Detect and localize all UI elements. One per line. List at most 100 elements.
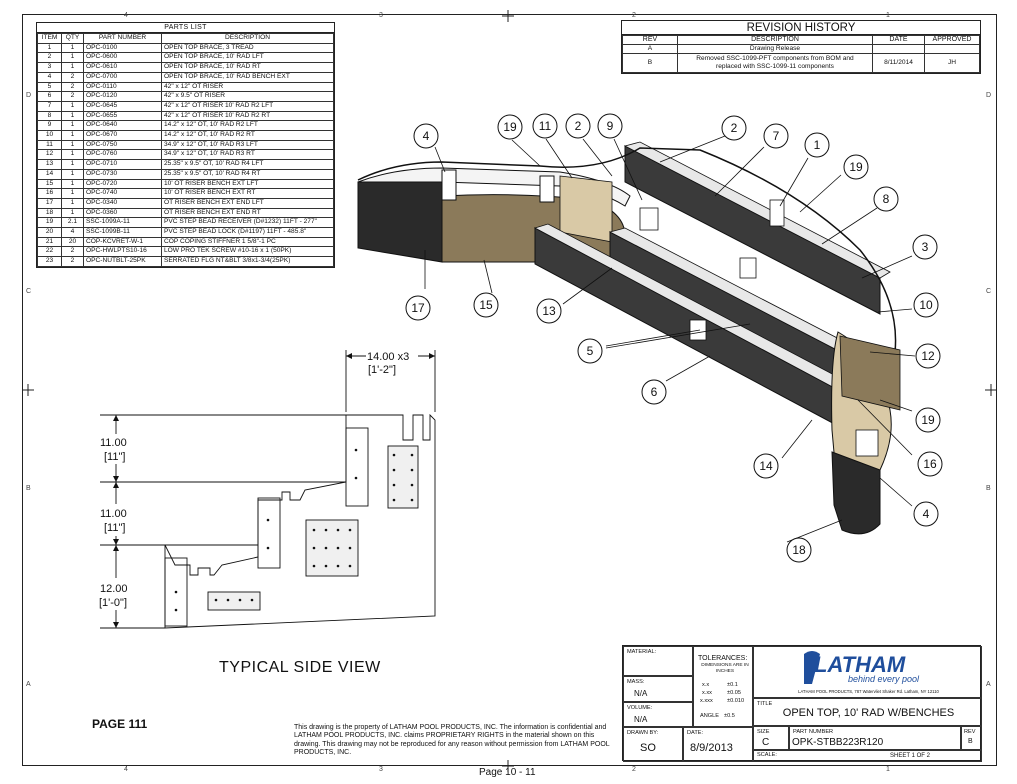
assembly-isometric (357, 141, 901, 535)
balloon-7: 7 (773, 129, 780, 143)
balloon-13: 13 (542, 304, 556, 318)
material-label: MATERIAL: (627, 649, 657, 655)
tol-x-label: x.x (702, 682, 710, 688)
zone-top-2: 2 (632, 12, 636, 19)
part-number-cell: PART NUMBER OPK-STBB223R120 (789, 726, 961, 750)
scale-sheet-cell: SCALE: SHEET 1 OF 2 (753, 750, 982, 762)
bolt-holes (174, 448, 414, 612)
tol-angle-value: ±0.5 (724, 713, 735, 719)
balloon-1: 1 (814, 138, 821, 152)
drawing-title: OPEN TOP, 10' RAD W/BENCHES (782, 707, 955, 719)
tolerances-label: TOLERANCES: (698, 655, 748, 662)
balloon-19: 19 (921, 413, 935, 427)
dim-rise2-ft-label: [11"] (104, 522, 125, 534)
tolerances-cell: TOLERANCES: DIMENSIONS ARE IN INCHES x.x… (693, 646, 753, 727)
zone-top-1: 1 (886, 12, 890, 19)
brace-plate-mid (257, 497, 281, 569)
zone-left-A: A (26, 681, 31, 688)
balloon-14: 14 (759, 459, 773, 473)
dim-arrows (113, 353, 435, 628)
bracket-plate-1 (387, 445, 419, 509)
step-brackets (639, 199, 879, 457)
revision-history: REVISION HISTORY REV DESCRIPTION DATE AP… (621, 20, 981, 74)
bench-end-right (831, 451, 881, 535)
balloon-19: 19 (849, 160, 863, 174)
dim-rise1-label: 11.00 (100, 437, 127, 449)
tol-xx-value: ±0.05 (727, 690, 741, 696)
balloon-4: 4 (923, 507, 930, 521)
balloon-12: 12 (921, 349, 935, 363)
balloon-10: 10 (919, 298, 933, 312)
page-footer: Page 10 - 11 (479, 767, 536, 778)
zone-bottom-4: 4 (124, 766, 128, 773)
dim-rise2-label: 11.00 (100, 508, 127, 520)
logo-wordmark: LATHAM (814, 652, 906, 677)
brace-plate-high (345, 427, 369, 507)
page-label: PAGE 111 (92, 717, 148, 731)
dim-rise1-ft-label: [11"] (104, 451, 125, 463)
zone-bottom-2: 2 (632, 766, 636, 773)
zone-right-B: B (986, 485, 991, 492)
tol-xxx-label: x.xxx (700, 698, 713, 704)
balloon-2: 2 (575, 119, 582, 133)
center-marks (22, 10, 997, 772)
scale-label: SCALE: (757, 752, 777, 758)
mass-cell: MASS: N/A (623, 676, 693, 702)
logo-swoosh-icon (804, 651, 820, 684)
zone-right-A: A (986, 681, 991, 688)
zone-bottom-3: 3 (379, 766, 383, 773)
brace-brackets-left (441, 169, 555, 203)
riser-12 (839, 335, 901, 411)
balloon-5: 5 (587, 344, 594, 358)
part-description: SERRATED FLG NT&BLT 3/8x1-3/4(25PK) (161, 256, 334, 267)
zone-left-B: B (26, 485, 31, 492)
side-view (100, 350, 436, 629)
rev-value: B (968, 738, 973, 745)
balloon-18: 18 (792, 543, 806, 557)
step-top-cap (623, 141, 891, 279)
part-number-label: PART NUMBER (793, 729, 834, 735)
dim-rise3-label: 12.00 (100, 583, 128, 595)
balloon-4: 4 (423, 129, 430, 143)
rev-approved: JH (924, 53, 980, 73)
parts-list-title: PARTS LIST (37, 23, 334, 33)
size-value: C (762, 737, 770, 748)
title-block: MATERIAL: MASS: N/A VOLUME: N/A DRAWN BY… (622, 645, 982, 762)
zone-top-3: 3 (379, 12, 383, 19)
size-label: SIZE (757, 729, 770, 735)
dim-rise3-ft-label: [1'-0"] (99, 597, 127, 609)
dim-labels: 14.00 x3 [1'-2"] 11.00 [11"] 11.00 [11"]… (99, 351, 409, 609)
title-label: TITLE (757, 701, 773, 707)
balloon-3: 3 (922, 240, 929, 254)
riser-11 (559, 175, 613, 243)
drawn-by-cell: DRAWN BY: SO (623, 727, 683, 762)
tolerances-note: DIMENSIONS ARE IN INCHES (701, 663, 749, 674)
brace-plate-low (164, 557, 188, 627)
rev-label: REV (964, 729, 976, 735)
volume-cell: VOLUME: N/A (623, 702, 693, 727)
zone-left-D: D (26, 92, 32, 99)
logo-tagline: behind every pool (848, 674, 920, 684)
revision-row: B Removed SSC-1099-PFT components from B… (622, 53, 980, 73)
balloon-19: 19 (503, 120, 517, 134)
bracket-plate-3 (207, 591, 261, 611)
revision-table: REV DESCRIPTION DATE APPROVED A Drawing … (622, 35, 980, 73)
revision-history-title: REVISION HISTORY (622, 21, 980, 35)
zone-bottom-1: 1 (886, 766, 890, 773)
proprietary-notice: This drawing is the property of LATHAM P… (294, 724, 610, 757)
sheet-value: SHEET 1 OF 2 (890, 753, 930, 759)
date-cell: DATE: 8/9/2013 (683, 727, 753, 762)
tol-xx-label: x.xx (702, 690, 712, 696)
bench-end-left (357, 181, 443, 263)
zone-right-D: D (986, 92, 992, 99)
balloon-11: 11 (539, 119, 552, 133)
tol-x-value: ±0.1 (727, 682, 738, 688)
zone-left-C: C (26, 288, 32, 295)
balloon-16: 16 (923, 457, 937, 471)
volume-label: VOLUME: (627, 705, 653, 711)
balloon-17: 17 (411, 301, 425, 315)
tol-angle-label: ANGLE (700, 713, 719, 719)
side-view-title: TYPICAL SIDE VIEW (219, 659, 381, 676)
